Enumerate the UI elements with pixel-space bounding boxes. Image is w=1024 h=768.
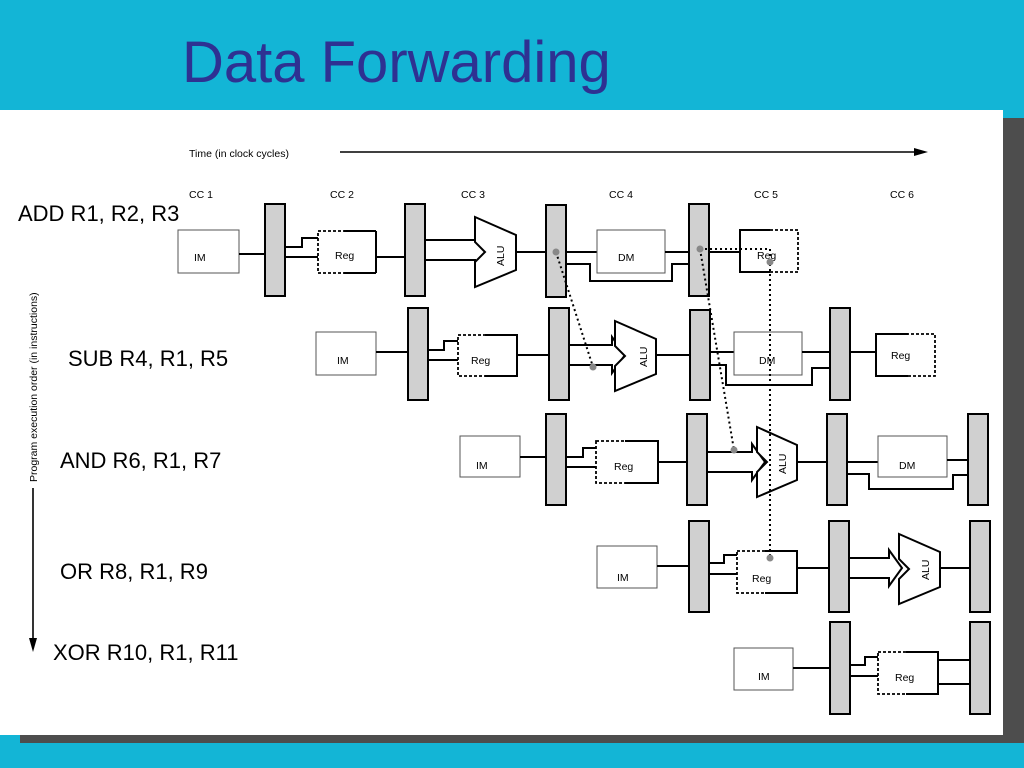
- instruction-label-add: ADD R1, R2, R3: [18, 201, 180, 226]
- svg-text:Reg: Reg: [471, 355, 490, 367]
- svg-text:Reg: Reg: [757, 250, 776, 262]
- pipeline-register: [829, 621, 851, 715]
- pipeline-register: [548, 307, 570, 401]
- cc-label: CC 1: [189, 189, 213, 201]
- data-memory: [733, 331, 803, 376]
- pipeline-register: [826, 413, 848, 506]
- alu: [756, 425, 798, 499]
- pipeline-row-xor: IM Reg: [733, 621, 991, 715]
- svg-text:IM: IM: [617, 572, 629, 584]
- cc-label: CC 4: [609, 189, 633, 201]
- forward-wb-to-or: [700, 248, 771, 558]
- pipeline-row-sub: IM Reg ALU DM Reg: [315, 307, 936, 401]
- cc-label: CC 6: [890, 189, 914, 201]
- pipeline-register: [688, 520, 710, 613]
- svg-text:DM: DM: [759, 355, 775, 367]
- instruction-label-or: OR R8, R1, R9: [60, 559, 208, 584]
- pipeline-register: [686, 413, 708, 506]
- program-order-arrowhead: [29, 638, 37, 652]
- instruction-label-sub: SUB R4, R1, R5: [68, 346, 229, 371]
- cc-label: CC 3: [461, 189, 485, 201]
- svg-text:IM: IM: [758, 671, 770, 683]
- pipeline-register: [967, 413, 989, 506]
- svg-text:Reg: Reg: [891, 350, 910, 362]
- pipeline-register: [407, 307, 429, 401]
- pipeline-register: [545, 413, 567, 506]
- svg-text:ALU: ALU: [920, 560, 932, 580]
- forward-mem-to-and: [699, 248, 735, 451]
- svg-text:IM: IM: [194, 252, 206, 264]
- svg-text:ALU: ALU: [777, 454, 789, 474]
- svg-text:DM: DM: [618, 252, 634, 264]
- instruction-memory: [459, 435, 521, 478]
- data-memory: [877, 435, 948, 478]
- pipeline-register: [264, 203, 286, 297]
- svg-text:IM: IM: [337, 355, 349, 367]
- instruction-memory: [733, 647, 794, 691]
- svg-text:Reg: Reg: [895, 672, 914, 684]
- svg-text:Reg: Reg: [752, 573, 771, 585]
- pipeline-register: [689, 309, 711, 401]
- pipeline-register: [969, 520, 991, 613]
- svg-text:Reg: Reg: [614, 461, 633, 473]
- data-memory: [596, 229, 666, 274]
- svg-text:ALU: ALU: [495, 246, 507, 266]
- instruction-label-and: AND R6, R1, R7: [60, 448, 222, 473]
- pipeline-register: [404, 203, 426, 297]
- time-axis-label: Time (in clock cycles): [189, 148, 289, 160]
- alu: [898, 532, 941, 606]
- svg-text:IM: IM: [476, 460, 488, 472]
- instruction-memory: [177, 229, 240, 274]
- slide-title: Data Forwarding: [182, 30, 611, 95]
- program-order-label: Program execution order (in instructions…: [28, 292, 40, 482]
- pipeline-register: [829, 307, 851, 401]
- time-axis-arrowhead: [914, 148, 928, 156]
- instruction-memory: [315, 331, 377, 376]
- alu: [614, 319, 657, 393]
- cc-label: CC 2: [330, 189, 354, 201]
- cc-label: CC 5: [754, 189, 778, 201]
- svg-text:Reg: Reg: [335, 250, 354, 262]
- instruction-memory: [596, 545, 658, 589]
- pipeline-row-or: IM Reg ALU: [596, 520, 991, 613]
- svg-text:ALU: ALU: [638, 347, 650, 367]
- forwarding-paths: [552, 245, 774, 562]
- pipeline-register: [969, 621, 991, 715]
- register-file: [317, 230, 377, 274]
- instruction-label-xor: XOR R10, R1, R11: [53, 640, 239, 665]
- alu: [474, 215, 517, 289]
- pipeline-register: [828, 520, 850, 613]
- svg-text:DM: DM: [899, 460, 915, 472]
- pipeline-row-add: IM Reg ALU DM Reg: [177, 203, 799, 298]
- forward-ex-to-sub: [555, 251, 594, 368]
- register-file: [457, 334, 518, 377]
- pipeline-row-and: IM Reg ALU DM: [459, 413, 989, 506]
